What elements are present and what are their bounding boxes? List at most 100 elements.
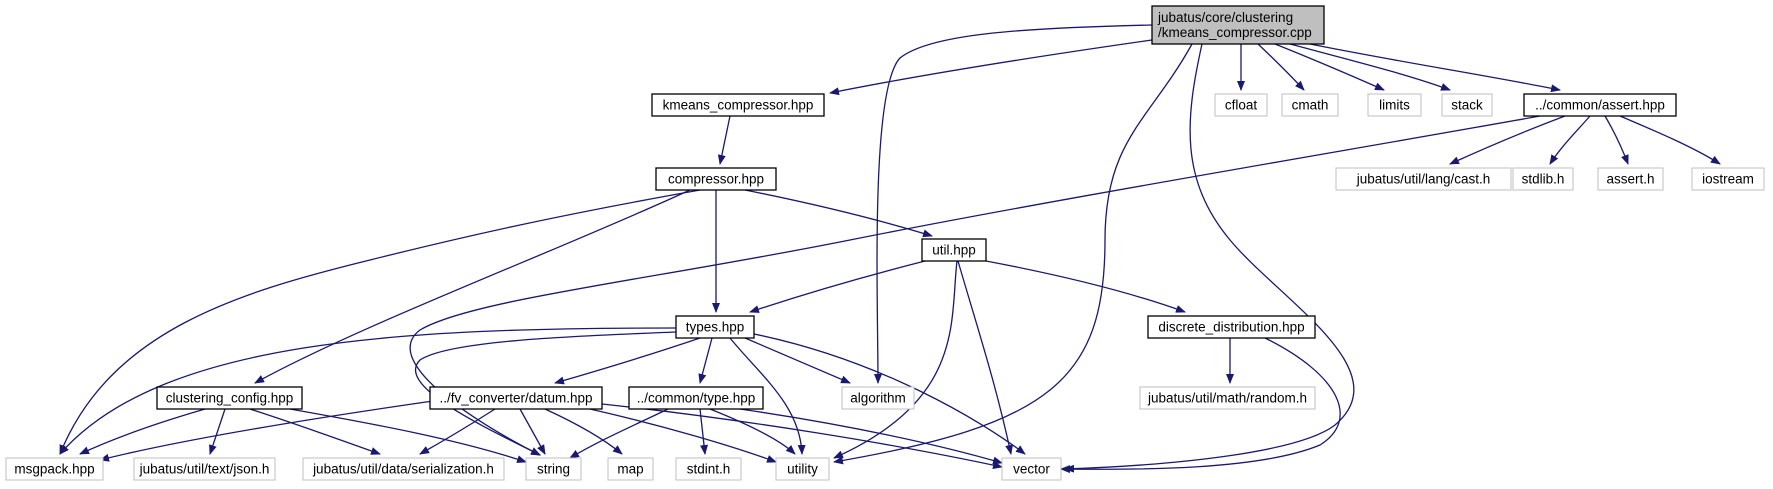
edge-common_type_hpp-to-stdint_h <box>699 408 708 455</box>
node-label: clustering_config.hpp <box>166 391 294 406</box>
node-box <box>525 457 582 481</box>
node-box <box>1214 93 1268 117</box>
node-box <box>1139 386 1316 410</box>
edge-kmeans_compressor_hpp-to-compressor_hpp <box>717 115 731 165</box>
node-box <box>1335 167 1512 191</box>
node-cmath: cmath <box>1281 93 1339 117</box>
node-label: msgpack.hpp <box>14 462 94 477</box>
node-label: jubatus/util/lang/cast.h <box>1356 172 1491 187</box>
node-util_hpp[interactable]: util.hpp <box>921 238 987 262</box>
node-discrete_distribution_hpp[interactable]: discrete_distribution.hpp <box>1147 315 1316 339</box>
node-box <box>675 315 755 339</box>
edge-common_type_hpp-to-utility <box>709 408 796 455</box>
node-common_assert_hpp[interactable]: ../common/assert.hpp <box>1523 93 1677 117</box>
node-box <box>1597 167 1664 191</box>
node-box <box>628 386 764 410</box>
node-jubatus_util_text_json_h: jubatus/util/text/json.h <box>133 457 276 481</box>
node-types_hpp[interactable]: types.hpp <box>675 315 755 339</box>
edge-common_assert_hpp-to-stdlib_h <box>1549 115 1591 165</box>
node-jubatus_util_math_random_h: jubatus/util/math/random.h <box>1139 386 1316 410</box>
edge-types_hpp-to-common_type_hpp <box>698 337 713 384</box>
node-algorithm: algorithm <box>841 386 915 410</box>
node-box <box>655 167 777 191</box>
node-jubatus_util_data_serialization_h: jubatus/util/data/serialization.h <box>302 457 505 481</box>
edge-common_type_hpp-to-vector <box>739 408 1003 465</box>
node-box <box>1367 93 1422 117</box>
edge-discrete_distribution_hpp-to-vector <box>1060 337 1341 474</box>
edge-common_assert_hpp-to-iostream <box>1619 115 1721 165</box>
edge-common_assert_hpp-to-jubatus_util_lang_cast_h <box>1449 115 1566 165</box>
node-compressor_hpp[interactable]: compressor.hpp <box>655 167 777 191</box>
node-label: jubatus/core/clustering <box>1157 10 1293 25</box>
edge-fv_converter_datum_hpp-to-map <box>544 408 623 455</box>
node-box <box>1523 93 1677 117</box>
node-cfloat: cfloat <box>1214 93 1268 117</box>
node-box <box>133 457 276 481</box>
edge-clustering_config_hpp-to-msgpack_hpp <box>79 408 206 455</box>
edge-kmeans_compressor_cpp-to-stack <box>1289 43 1451 91</box>
node-label: ../common/assert.hpp <box>1535 98 1665 113</box>
node-utility: utility <box>775 457 830 481</box>
node-box <box>675 457 742 481</box>
node-box <box>1281 93 1339 117</box>
node-box <box>156 386 303 410</box>
node-label: iostream <box>1702 172 1754 187</box>
edge-clustering_config_hpp-to-jubatus_util_text_json_h <box>209 408 226 455</box>
edges-layer <box>59 24 1721 474</box>
node-label: jubatus/util/math/random.h <box>1147 391 1307 406</box>
edge-kmeans_compressor_cpp-to-cmath <box>1257 43 1305 91</box>
node-msgpack_hpp: msgpack.hpp <box>5 457 104 481</box>
edge-kmeans_compressor_cpp-to-common_assert_hpp <box>1309 43 1561 93</box>
edge-types_hpp-to-algorithm <box>744 337 851 384</box>
node-map: map <box>607 457 654 481</box>
node-label: kmeans_compressor.hpp <box>663 98 814 113</box>
edge-clustering_config_hpp-to-jubatus_util_data_serialization_h <box>249 408 381 455</box>
edge-types_hpp-to-string <box>414 331 677 456</box>
node-common_type_hpp[interactable]: ../common/type.hpp <box>628 386 764 410</box>
node-vector: vector <box>1001 457 1062 481</box>
nodes-layer: jubatus/core/clustering/kmeans_compresso… <box>5 5 1765 481</box>
edge-compressor_hpp-to-clustering_config_hpp <box>254 189 691 384</box>
node-label: vector <box>1013 462 1050 477</box>
node-box <box>5 457 104 481</box>
edge-util_hpp-to-types_hpp <box>749 260 926 313</box>
node-box <box>429 386 603 410</box>
node-box <box>1512 167 1574 191</box>
node-label: stdlib.h <box>1522 172 1565 187</box>
node-box <box>1001 457 1062 481</box>
node-label: string <box>537 462 570 477</box>
node-label: utility <box>787 462 818 477</box>
node-label: types.hpp <box>686 320 745 335</box>
node-label: compressor.hpp <box>668 172 764 187</box>
node-label: ../fv_converter/datum.hpp <box>439 391 592 406</box>
node-jubatus_util_lang_cast_h: jubatus/util/lang/cast.h <box>1335 167 1512 191</box>
node-fv_converter_datum_hpp[interactable]: ../fv_converter/datum.hpp <box>429 386 603 410</box>
node-assert_h: assert.h <box>1597 167 1664 191</box>
edge-kmeans_compressor_cpp-to-utility <box>833 43 1193 465</box>
edge-compressor_hpp-to-util_hpp <box>744 189 933 238</box>
node-label: ../common/type.hpp <box>637 391 756 406</box>
edge-common_type_hpp-to-string <box>569 408 669 459</box>
node-kmeans_compressor_cpp[interactable]: jubatus/core/clustering/kmeans_compresso… <box>1151 5 1325 45</box>
edge-fv_converter_datum_hpp-to-msgpack_hpp <box>99 399 441 462</box>
node-label: map <box>617 462 643 477</box>
node-box <box>1151 5 1325 45</box>
edge-kmeans_compressor_cpp-to-kmeans_compressor_hpp <box>829 39 1153 96</box>
edge-types_hpp-to-vector <box>753 333 1026 455</box>
node-label: assert.h <box>1606 172 1654 187</box>
edge-kmeans_compressor_cpp-to-vector <box>1064 43 1355 473</box>
node-kmeans_compressor_hpp[interactable]: kmeans_compressor.hpp <box>651 93 825 117</box>
edge-clustering_config_hpp-to-string <box>289 408 527 463</box>
node-string: string <box>525 457 582 481</box>
node-iostream: iostream <box>1691 167 1765 191</box>
edge-fv_converter_datum_hpp-to-utility <box>589 408 777 463</box>
edge-util_hpp-to-discrete_distribution_hpp <box>985 260 1186 313</box>
edge-types_hpp-to-fv_converter_datum_hpp <box>554 337 701 385</box>
node-stack: stack <box>1441 93 1493 117</box>
node-label: util.hpp <box>932 243 976 258</box>
edge-fv_converter_datum_hpp-to-vector <box>601 403 1003 470</box>
node-label: stdint.h <box>687 462 731 477</box>
node-box <box>1691 167 1765 191</box>
node-clustering_config_hpp[interactable]: clustering_config.hpp <box>156 386 303 410</box>
